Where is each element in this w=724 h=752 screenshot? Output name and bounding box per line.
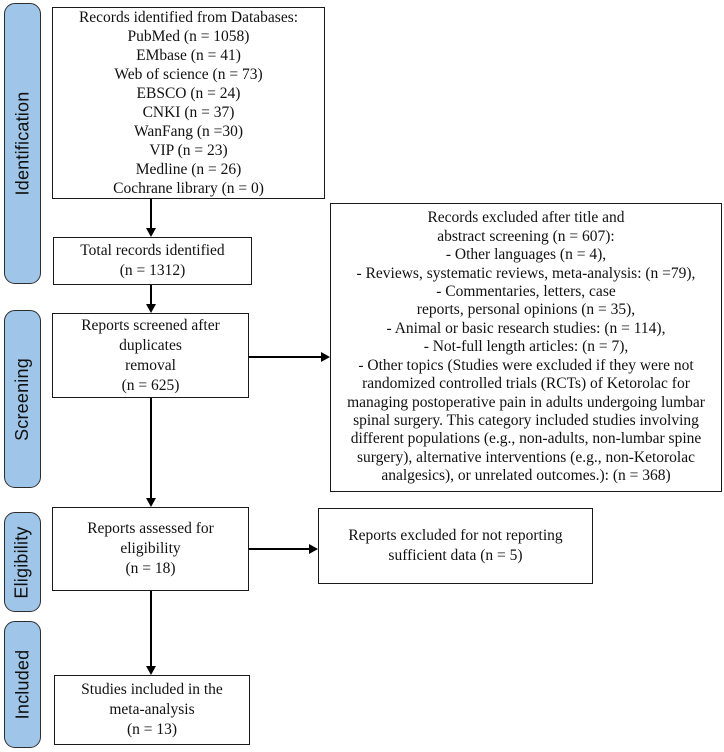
box-reports-excluded-data: Reports excluded for not reporting suffi…: [318, 508, 593, 584]
box-reports-excluded-data-text: Reports excluded for not reporting suffi…: [348, 527, 563, 564]
arrow-screened-to-excluded: [249, 352, 330, 362]
box-studies-included: Studies included in the meta-analysis (n…: [54, 675, 250, 745]
box-reports-assessed: Reports assessed for eligibility (n = 18…: [52, 507, 249, 591]
box-records-excluded-text: Records excluded after title and abstrac…: [347, 209, 705, 485]
stage-included-label: Included: [12, 649, 32, 720]
arrow-assessed-to-included: [146, 591, 156, 675]
box-total-records-text: Total records identified (n = 1312): [80, 242, 225, 279]
stage-screening: Screening: [4, 310, 41, 488]
stage-identification-label: Identification: [12, 91, 32, 196]
stage-eligibility: Eligibility: [4, 512, 41, 612]
box-records-identified-text: Records identified from Databases: PubMe…: [78, 9, 299, 197]
stage-screening-label: Screening: [12, 357, 33, 441]
stage-eligibility-label: Eligibility: [12, 525, 33, 599]
box-reports-screened-text: Reports screened after duplicates remova…: [81, 316, 220, 394]
stage-included: Included: [4, 621, 41, 748]
arrow-total-to-screened: [146, 285, 156, 313]
box-records-excluded: Records excluded after title and abstrac…: [330, 203, 722, 492]
arrow-assessed-to-excluded-data: [249, 544, 318, 554]
box-reports-assessed-text: Reports assessed for eligibility (n = 18…: [87, 520, 214, 577]
box-total-records: Total records identified (n = 1312): [53, 237, 252, 285]
box-reports-screened: Reports screened after duplicates remova…: [52, 313, 249, 398]
box-studies-included-text: Studies included in the meta-analysis (n…: [81, 681, 223, 738]
stage-identification: Identification: [4, 3, 41, 284]
arrow-identified-to-total: [146, 199, 156, 237]
arrow-screened-to-assessed: [146, 398, 156, 507]
box-records-identified: Records identified from Databases: PubMe…: [52, 7, 325, 199]
